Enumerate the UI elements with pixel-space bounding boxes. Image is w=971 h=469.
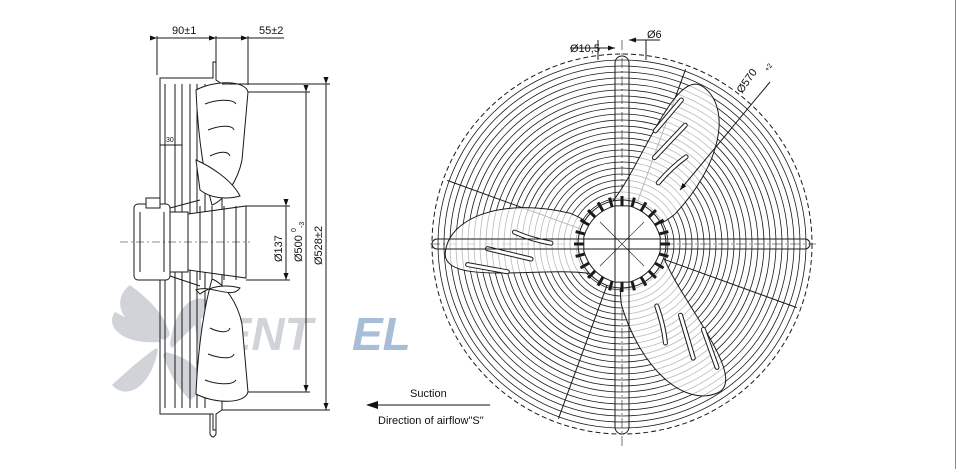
hub	[574, 196, 670, 292]
front-view	[430, 37, 816, 446]
suction-label: Suction	[410, 388, 447, 400]
airflow-arrow-icon	[366, 401, 378, 409]
page-frame-right	[955, 0, 956, 469]
dim-blade-dia: Ø500	[293, 235, 305, 262]
airflow-direction-label: Direction of airflow"S"	[378, 415, 484, 427]
fan-blades	[444, 83, 727, 397]
dim-blade-tol-up: 0	[291, 228, 298, 232]
dim-outer-dia: Ø570	[735, 67, 760, 96]
dim-hole-dia: Ø10,5	[570, 43, 600, 55]
dim-depth-total: 90±1	[172, 25, 196, 37]
dim-hub-dia: Ø137	[273, 235, 285, 262]
dim-depth-front: 55±2	[259, 25, 283, 37]
dim-blade-tol-down: -3	[299, 222, 306, 228]
watermark-text-b: EL	[352, 308, 411, 360]
dim-guard-dia: Ø528±2	[313, 226, 325, 265]
fan-blade	[619, 250, 727, 397]
dim-outer-tol: +2	[764, 63, 774, 74]
watermark-logo: VENT EL	[112, 285, 411, 400]
guard-spoke	[557, 285, 608, 419]
fan-blade	[444, 207, 604, 276]
dim-angle: 30	[166, 137, 174, 144]
side-view	[120, 35, 330, 438]
watermark-fan-icon	[112, 285, 215, 400]
airflow-indicator: Suction Direction of airflow"S"	[366, 388, 490, 427]
dim-rod-dia: Ø6	[647, 29, 662, 41]
guard-spoke	[663, 258, 797, 309]
